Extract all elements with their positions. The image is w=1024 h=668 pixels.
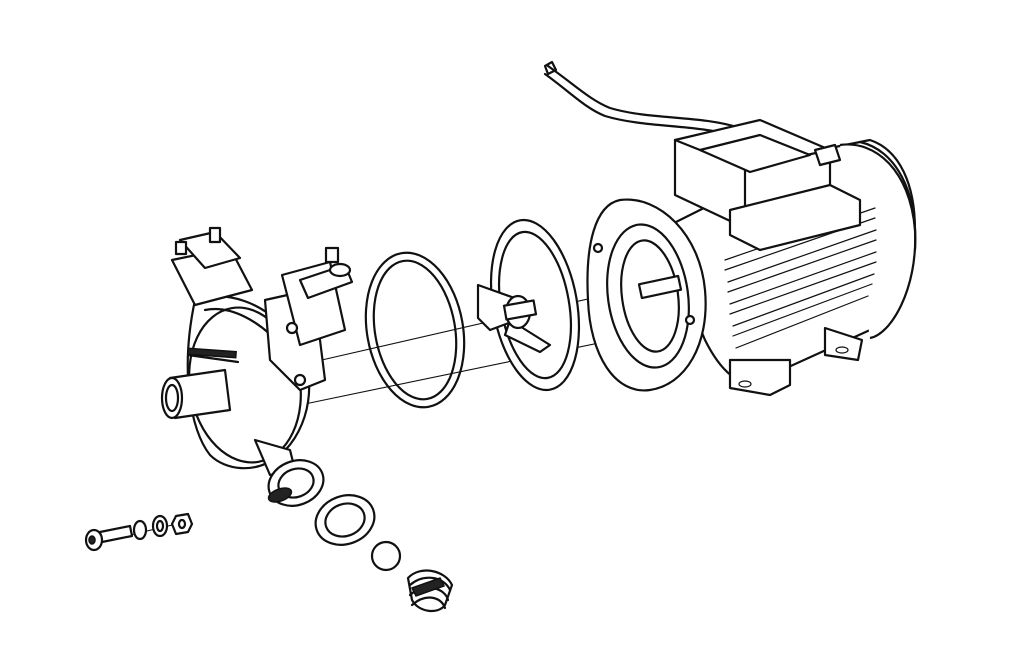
ball	[370, 540, 402, 572]
hex-nut	[170, 512, 194, 536]
impeller	[476, 218, 581, 392]
spring	[406, 569, 454, 613]
pump-casing	[170, 226, 354, 477]
o-ring-gasket	[364, 251, 466, 409]
terminal-box	[673, 118, 862, 252]
seal-washer	[314, 494, 376, 546]
lock-washer	[151, 514, 169, 538]
motor-flange	[586, 198, 707, 392]
motor-feet	[728, 326, 864, 397]
cap-screw	[84, 524, 134, 552]
flat-washer	[132, 519, 148, 541]
outlet-port	[160, 368, 232, 420]
drain-seal-ring	[267, 459, 325, 507]
power-cable	[543, 60, 742, 138]
